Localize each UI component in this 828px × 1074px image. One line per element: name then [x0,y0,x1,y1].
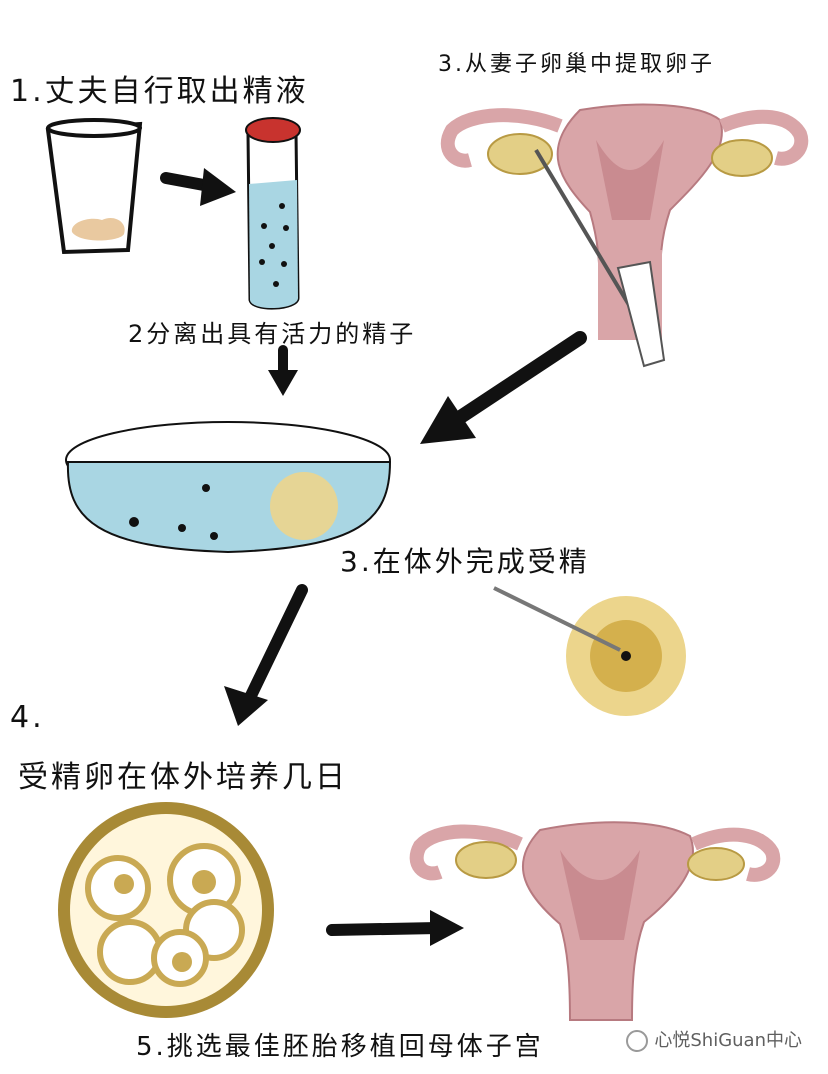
step4-label: 受精卵在体外培养几日 [18,760,348,795]
test-tube [245,117,301,310]
arrow-cup-to-tube [160,168,236,206]
arrow-dish-to-culture [224,584,308,726]
arrow-down-step2 [268,345,298,396]
arrow-uterus-to-dish [420,331,587,444]
fertilization-egg [493,586,686,716]
petri-dish [65,421,392,554]
arrow-culture-to-uterus [326,910,464,946]
wechat-icon [626,1030,649,1052]
sperm-in-dish [129,484,218,540]
uterus-bottom [409,821,781,1021]
uterus-top [440,103,809,340]
step1-label: 1.丈夫自行取出精液 [10,74,309,109]
embryo-culture [58,802,274,1018]
step3b-label: 3.在体外完成受精 [340,545,590,578]
step3a-label: 3.从妻子卵巢中提取卵子 [438,52,715,77]
watermark-text: 心悦ShiGuan中心 [654,1030,802,1051]
sample-cup [45,118,143,255]
step4-number-label: 4. [10,700,45,735]
step5-label: 5.挑选最佳胚胎移植回母体子宫 [136,1032,544,1062]
sperm-in-tube [259,203,289,287]
retrieval-needle [534,148,666,368]
watermark: 心悦ShiGuan中心 [626,1026,802,1052]
step2-label: 2分离出具有活力的精子 [128,320,417,348]
